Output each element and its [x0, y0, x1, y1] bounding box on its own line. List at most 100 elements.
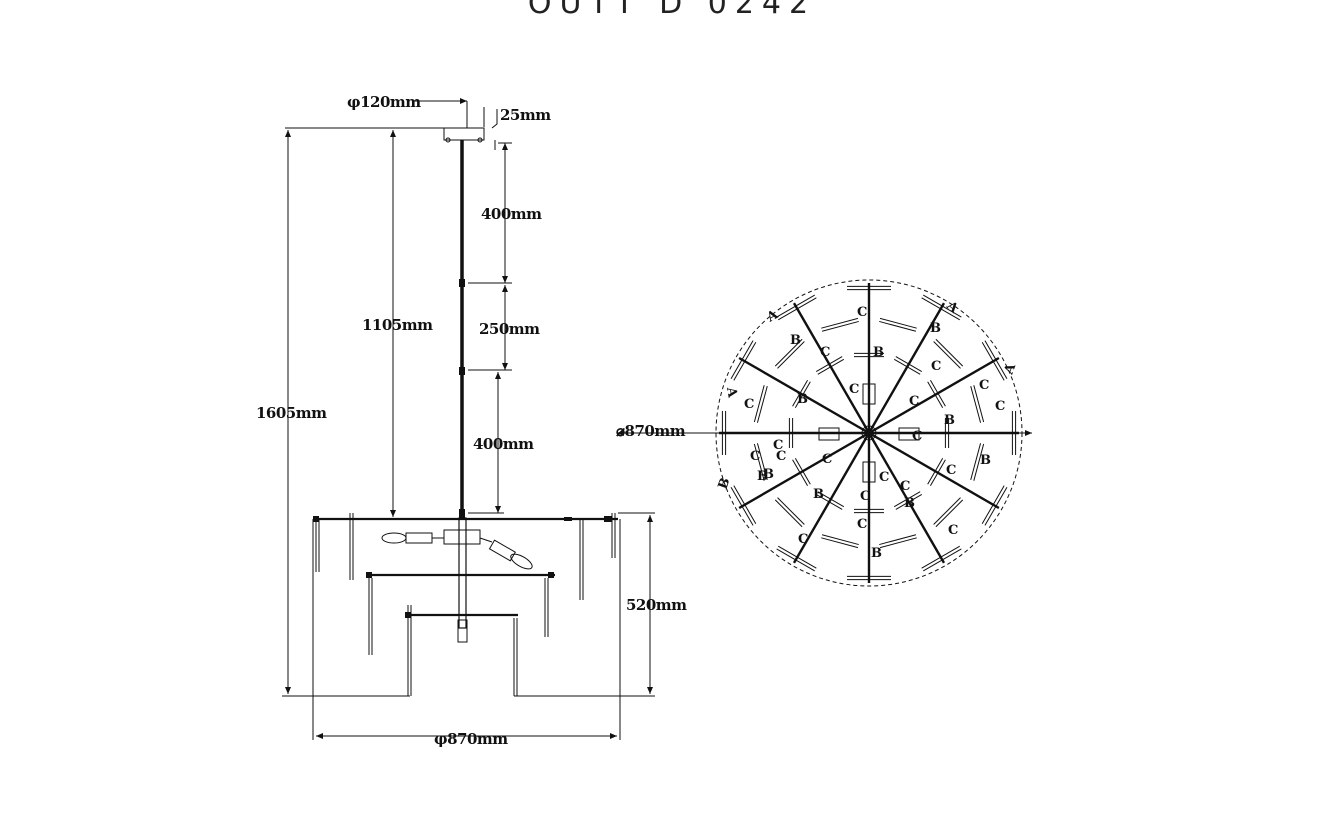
part-label: C: [912, 429, 922, 444]
tube: [730, 486, 754, 526]
spoke: [738, 356, 870, 435]
drawing-title: OUTT D 0242: [527, 0, 817, 21]
tube: [756, 385, 768, 423]
hanging-tubes: [315, 513, 616, 696]
part-label: C: [900, 479, 910, 494]
tube: [733, 341, 757, 381]
part-label: C: [798, 532, 808, 547]
part-label: B: [797, 392, 808, 407]
spoke: [867, 302, 946, 434]
tube: [893, 358, 921, 375]
part-label: C: [879, 470, 889, 485]
tube: [970, 443, 982, 481]
body-height-label: 520mm: [626, 596, 687, 614]
tube: [895, 494, 923, 510]
part-label: C: [909, 394, 919, 409]
part-label: C: [849, 382, 859, 397]
tube: [927, 457, 944, 485]
tube: [981, 485, 1005, 525]
tube: [794, 457, 811, 485]
spoke: [738, 431, 870, 510]
part-label: C: [822, 452, 832, 467]
part-label: B: [790, 333, 801, 348]
part-label: C: [946, 463, 956, 478]
part-label: B: [980, 453, 991, 468]
tube: [930, 459, 946, 487]
part-label: A: [723, 385, 740, 399]
tube: [935, 499, 964, 528]
tube: [981, 341, 1005, 381]
tube: [879, 317, 917, 329]
tube: [815, 494, 843, 510]
tube: [776, 294, 816, 318]
spoke: [868, 431, 1000, 510]
tube: [930, 379, 946, 407]
tube: [821, 320, 859, 332]
spoke: [868, 356, 1000, 435]
tube: [774, 338, 803, 367]
part-label: C: [773, 438, 783, 453]
spoke: [867, 432, 946, 564]
total-height-label: 1605mm: [256, 404, 327, 422]
tube: [753, 385, 765, 423]
spoke: [792, 432, 871, 564]
part-label: B: [757, 469, 768, 484]
tube: [973, 443, 985, 481]
tube: [922, 294, 962, 318]
tube: [895, 356, 923, 372]
tube: [927, 381, 944, 409]
part-label: C: [750, 449, 760, 464]
tube: [879, 320, 917, 332]
tube: [921, 545, 961, 569]
tube: [730, 340, 754, 380]
canopy-diameter-label: φ120mm: [347, 93, 421, 111]
segment-top-label: 400mm: [481, 205, 542, 223]
tube: [879, 534, 917, 546]
side-view: φ120mm 25mm 400mm 250mm 400mm 1105mm 160…: [256, 93, 688, 748]
tube: [777, 497, 805, 525]
bulb-right: [510, 553, 533, 570]
tube: [973, 385, 985, 423]
tube: [776, 548, 816, 572]
tube: [922, 548, 962, 572]
tube: [921, 297, 961, 321]
part-label: C: [820, 345, 830, 360]
tube: [933, 497, 961, 525]
canopy-height-label: 25mm: [500, 106, 551, 124]
part-label: C: [948, 523, 958, 538]
canopy: [443, 127, 485, 141]
part-label: B: [944, 413, 955, 428]
tube: [935, 338, 964, 367]
tube: [821, 317, 859, 329]
tube: [933, 341, 961, 369]
tube: [815, 356, 843, 372]
tube: [777, 297, 817, 321]
tube: [879, 537, 917, 549]
segment-mid-label: 250mm: [479, 320, 540, 338]
tube: [733, 485, 757, 525]
part-label: C: [860, 489, 870, 504]
body-diameter-label: φ870mm: [434, 730, 508, 748]
tube: [893, 491, 921, 508]
part-label: A: [1001, 361, 1019, 377]
part-label: B: [763, 467, 774, 482]
part-label: B: [871, 546, 882, 561]
tube: [970, 385, 982, 423]
part-label: C: [857, 517, 867, 532]
part-label: B: [813, 487, 824, 502]
part-label: B: [904, 496, 915, 511]
tube: [821, 534, 859, 546]
part-label: C: [931, 359, 941, 374]
part-label: B: [716, 476, 734, 491]
tube: [777, 341, 805, 369]
segment-bottom-label: 400mm: [473, 435, 534, 453]
top-diameter-label: ⌀870mm: [616, 422, 686, 440]
part-label: C: [744, 397, 754, 412]
tube: [817, 491, 845, 508]
tube: [984, 486, 1008, 526]
tube: [821, 537, 859, 549]
spokes: [719, 283, 1019, 583]
tube: [774, 499, 803, 528]
